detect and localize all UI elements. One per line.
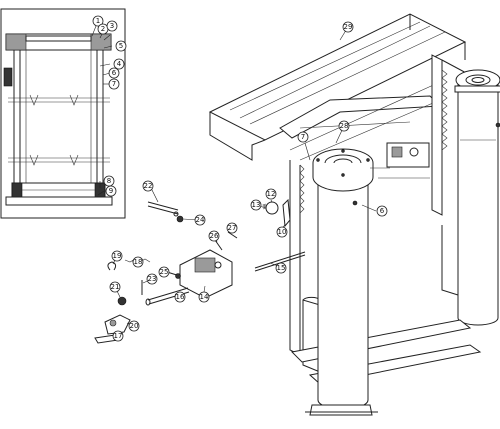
callout-12: 12 [265, 188, 277, 200]
gear-13 [265, 201, 279, 215]
callout-10-label: 10 [278, 228, 287, 236]
callout-14-label: 14 [200, 293, 209, 301]
rear-cylinder [457, 80, 499, 326]
rod-15 [254, 251, 306, 269]
nut-24 [176, 215, 184, 223]
top-plate [25, 35, 92, 42]
spacer-10 [282, 198, 291, 228]
callout-22-label: 22 [144, 182, 153, 190]
callout-6-label: 6 [112, 69, 117, 77]
callout-6: 6 [108, 67, 120, 79]
detail-inset [0, 8, 126, 219]
callout-8: 8 [103, 175, 115, 187]
callout-21: 21 [109, 281, 121, 293]
right-post [431, 54, 443, 216]
callout-26: 26 [208, 230, 220, 242]
callout-3-label: 3 [110, 22, 114, 30]
callout-7-label: 7 [112, 80, 116, 88]
callout-2-label: 2 [101, 25, 105, 33]
lever-20 [104, 314, 131, 335]
callout-28-label: 28 [340, 122, 349, 130]
callout-6-main-label: 6 [380, 207, 385, 215]
knob-21 [117, 296, 127, 306]
callout-17: 17 [112, 330, 124, 342]
callout-20: 20 [128, 320, 140, 332]
callout-25: 25 [158, 266, 170, 278]
callout-1-label: 1 [96, 17, 100, 25]
callout-7-main: 7 [297, 131, 309, 143]
screw-26 [214, 239, 223, 251]
callout-26-label: 26 [210, 232, 219, 240]
callout-23: 23 [146, 273, 158, 285]
callout-6-main: 6 [376, 205, 388, 217]
callout-16: 16 [174, 291, 186, 303]
clip-19 [107, 261, 117, 271]
callout-22: 22 [142, 180, 154, 192]
callout-19: 19 [111, 250, 123, 262]
callout-5: 5 [115, 40, 127, 52]
front-cylinder [317, 178, 369, 410]
main-frame [208, 13, 500, 416]
shaft-16 [147, 287, 189, 301]
top-cap-left [5, 33, 27, 51]
callout-10: 10 [276, 226, 288, 238]
callout-5-label: 5 [119, 42, 123, 50]
callout-27-label: 27 [228, 224, 237, 232]
callout-21-label: 21 [111, 283, 120, 291]
callout-28: 28 [338, 120, 350, 132]
callout-29: 29 [342, 21, 354, 33]
callout-24-label: 24 [196, 216, 205, 224]
screw-27 [227, 231, 238, 239]
callout-16-label: 16 [176, 293, 185, 301]
inset-frame [0, 8, 126, 219]
callout-19-label: 19 [113, 252, 122, 260]
callout-24: 24 [194, 214, 206, 226]
side-fitting [3, 67, 13, 87]
callout-20-label: 20 [130, 322, 139, 330]
callout-7-main-label: 7 [301, 133, 305, 141]
bracket-14 [179, 249, 233, 299]
callout-9-label: 9 [109, 187, 113, 195]
base-plate [5, 196, 113, 206]
callout-3: 3 [106, 20, 118, 32]
callout-23-label: 23 [148, 275, 157, 283]
callout-4: 4 [113, 58, 125, 70]
callout-18: 18 [132, 256, 144, 268]
callout-13: 13 [250, 199, 262, 211]
callout-15: 15 [275, 262, 287, 274]
callout-2: 2 [97, 23, 109, 35]
callout-4-label: 4 [117, 60, 122, 68]
callout-12-label: 12 [267, 190, 276, 198]
callout-1: 1 [92, 15, 104, 27]
callout-14: 14 [198, 291, 210, 303]
pin-22 [147, 201, 179, 211]
callout-18-label: 18 [134, 258, 143, 266]
callout-17-label: 17 [114, 332, 123, 340]
callout-8-label: 8 [107, 177, 111, 185]
callout-29-label: 29 [344, 23, 353, 31]
top-beam [208, 13, 467, 141]
callout-15-label: 15 [277, 264, 286, 272]
callout-27: 27 [226, 222, 238, 234]
callout-7: 7 [108, 78, 120, 90]
callout-25-label: 25 [160, 268, 169, 276]
callout-9: 9 [105, 185, 117, 197]
callout-13-label: 13 [252, 201, 261, 209]
